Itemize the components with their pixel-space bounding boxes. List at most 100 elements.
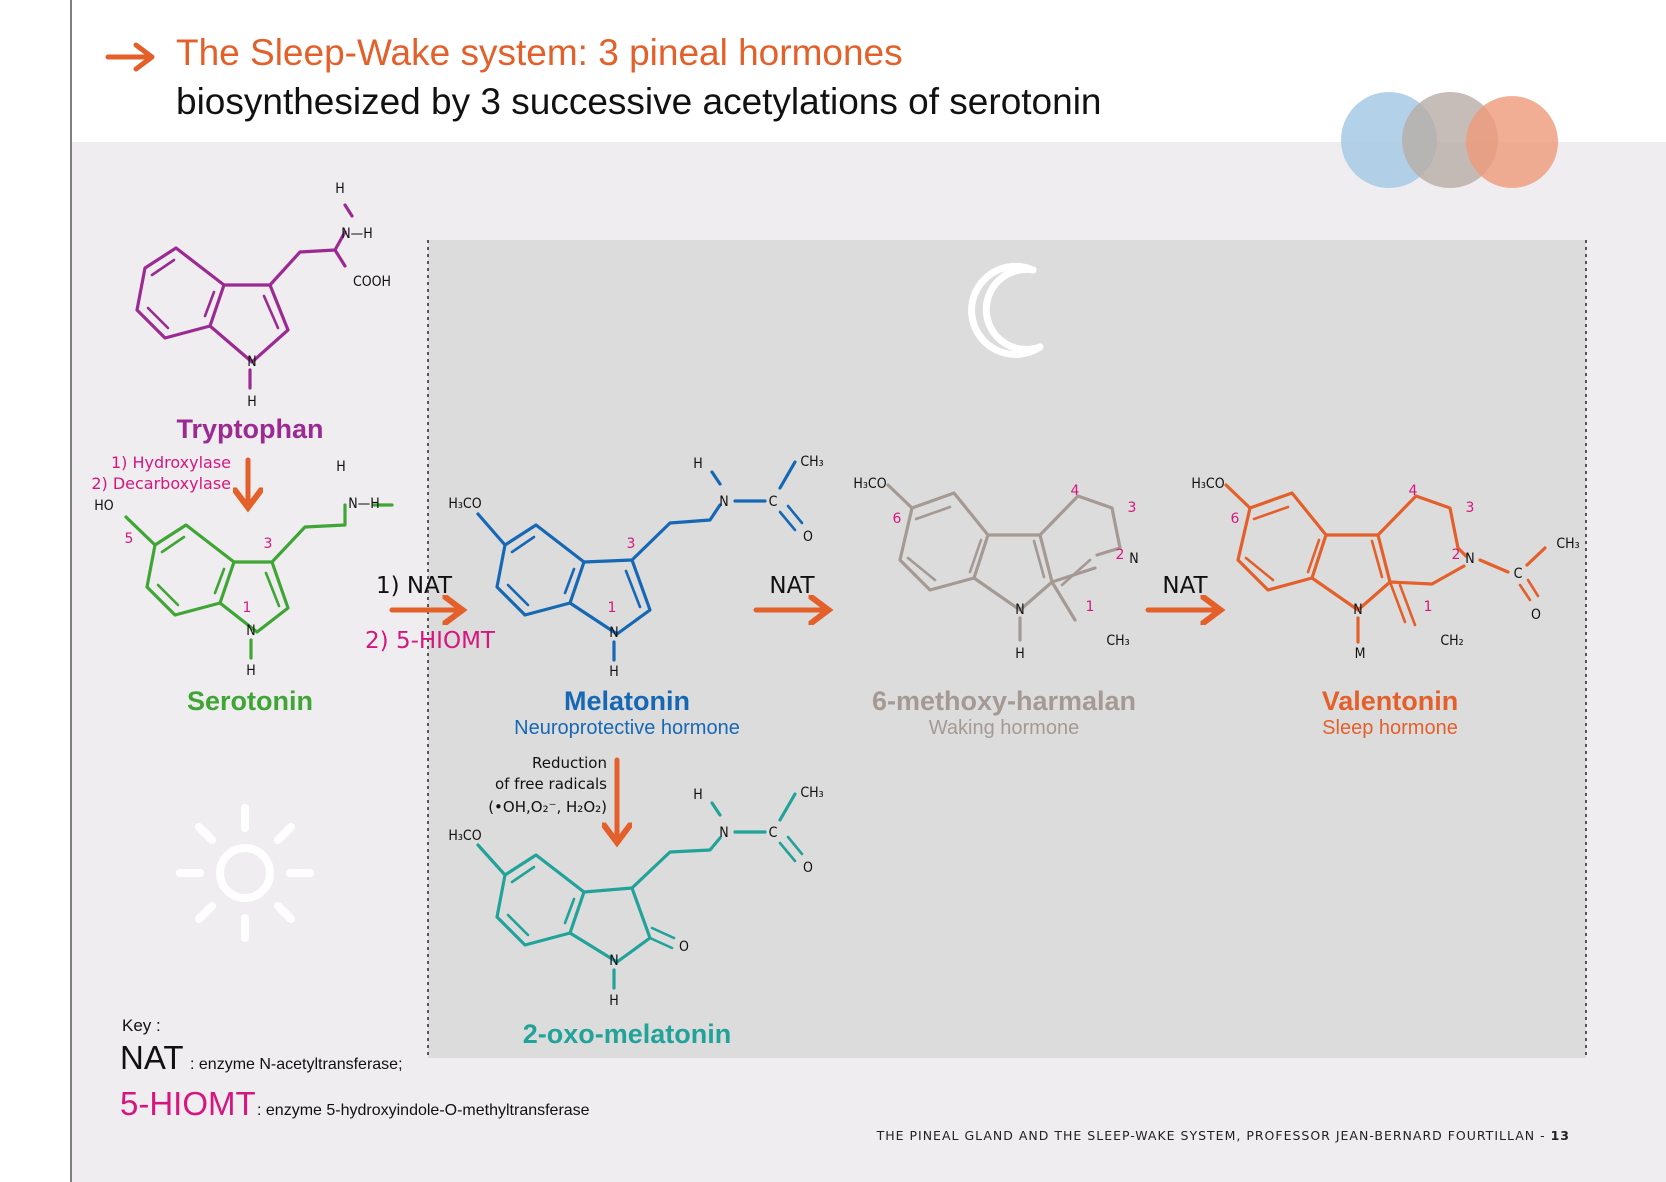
position-number: 1 <box>243 600 252 616</box>
three-circles-logo <box>1341 92 1558 188</box>
oxomelatonin-name: 2-oxo-melatonin <box>523 1019 732 1049</box>
bond <box>124 515 157 547</box>
step-decarboxylase: 2) Decarboxylase <box>91 474 231 493</box>
atom-label: N <box>719 494 728 510</box>
position-number: 6 <box>1231 511 1240 527</box>
bond <box>506 865 576 937</box>
position-number: 1 <box>1086 599 1095 615</box>
bond <box>778 835 804 863</box>
position-number: 2 <box>1452 547 1461 563</box>
bond <box>1050 580 1077 622</box>
sun-icon <box>176 804 314 942</box>
atom-label: H <box>247 394 256 410</box>
atom-label: CH₃ <box>1556 536 1579 552</box>
bond <box>262 294 280 330</box>
bond <box>624 569 642 609</box>
title-line2: biosynthesized by 3 successive acetylati… <box>176 81 1102 122</box>
atom-label: M <box>1355 646 1366 662</box>
atom-label: N—H <box>348 496 380 512</box>
bond <box>268 230 347 287</box>
moon-icon <box>968 262 1044 358</box>
position-number: 1 <box>608 600 617 616</box>
bond <box>630 836 722 890</box>
bond <box>1224 483 1252 510</box>
valentonin-subtitle: Sleep hormone <box>1322 717 1458 739</box>
position-number: 2 <box>1116 547 1125 563</box>
bond <box>333 248 347 268</box>
reduction-line2: of free radicals <box>495 775 607 793</box>
bond <box>146 258 216 330</box>
bond <box>648 926 676 950</box>
atom-label: O <box>803 529 813 545</box>
atom-label: CH₃ <box>800 454 823 470</box>
key-nat-desc: : enzyme N-acetyltransferase; <box>190 1056 403 1073</box>
step-nat-b: NAT <box>1162 573 1208 599</box>
bond <box>1038 494 1122 557</box>
step-hydroxylase: 1) Hydroxylase <box>111 453 231 472</box>
bond <box>1388 564 1466 586</box>
atom-label: HO <box>94 498 113 514</box>
bond <box>1244 505 1321 582</box>
bond <box>1388 580 1417 627</box>
position-number: 6 <box>893 511 902 527</box>
atom-label: N <box>719 825 728 841</box>
arrows-layer <box>248 457 1218 840</box>
position-number: 1 <box>1424 599 1433 615</box>
bond <box>568 558 652 636</box>
bond <box>476 843 507 877</box>
tryptophan-name: Tryptophan <box>177 414 324 444</box>
atom-label: C <box>1514 566 1523 582</box>
bond <box>1525 546 1547 567</box>
bond <box>630 503 722 562</box>
atom-label: N <box>1465 551 1474 567</box>
atom-label: CH₃ <box>800 785 823 801</box>
atom-label: H₃CO <box>448 828 481 844</box>
bond <box>343 203 354 218</box>
key-nat-abbr: NAT <box>120 1039 184 1076</box>
bond <box>208 283 290 364</box>
position-number: 3 <box>1128 500 1137 516</box>
position-number: 3 <box>264 536 273 552</box>
bond <box>1032 539 1046 579</box>
atom-label: H <box>609 993 618 1009</box>
harmalan-subtitle: Waking hormone <box>929 717 1079 739</box>
atom-label: O <box>803 860 813 876</box>
reduction-line1: Reduction <box>532 754 607 772</box>
bond <box>1518 578 1540 602</box>
bond <box>778 460 797 490</box>
melatonin-name: Melatonin <box>564 686 690 716</box>
atom-label: CH₃ <box>1106 633 1129 649</box>
key-hiomt-abbr: 5-HIOMT <box>120 1085 256 1122</box>
bond <box>1478 558 1510 574</box>
atom-label: COOH <box>353 274 391 290</box>
bond <box>710 470 722 486</box>
atom-label: N—H <box>341 226 373 242</box>
arrow-icon <box>105 42 155 72</box>
atom-label: H₃CO <box>448 496 481 512</box>
reduction-line3: (•OH,O₂⁻, H₂O₂) <box>488 798 607 816</box>
serotonin-name: Serotonin <box>187 686 313 716</box>
atom-label: C <box>769 494 778 510</box>
bond <box>906 505 983 582</box>
atom-label: H₃CO <box>853 476 886 492</box>
bond <box>778 792 797 822</box>
footer-text: THE PINEAL GLAND AND THE SLEEP-WAKE SYST… <box>876 1128 1551 1143</box>
footer-page-number: 13 <box>1551 1128 1570 1143</box>
title-line1: The Sleep-Wake system: 3 pineal hormones <box>176 32 903 73</box>
tryptophan-structure: H N—H COOH N H <box>135 181 391 410</box>
bond <box>886 483 914 510</box>
bond <box>270 503 347 564</box>
bond <box>506 535 576 607</box>
footer: THE PINEAL GLAND AND THE SLEEP-WAKE SYST… <box>876 1128 1570 1143</box>
atom-label: N <box>609 625 618 641</box>
atom-label: N <box>247 354 256 370</box>
position-number: 5 <box>125 531 134 547</box>
atom-label: H <box>335 181 344 197</box>
valentonin-name: Valentonin <box>1322 686 1459 716</box>
